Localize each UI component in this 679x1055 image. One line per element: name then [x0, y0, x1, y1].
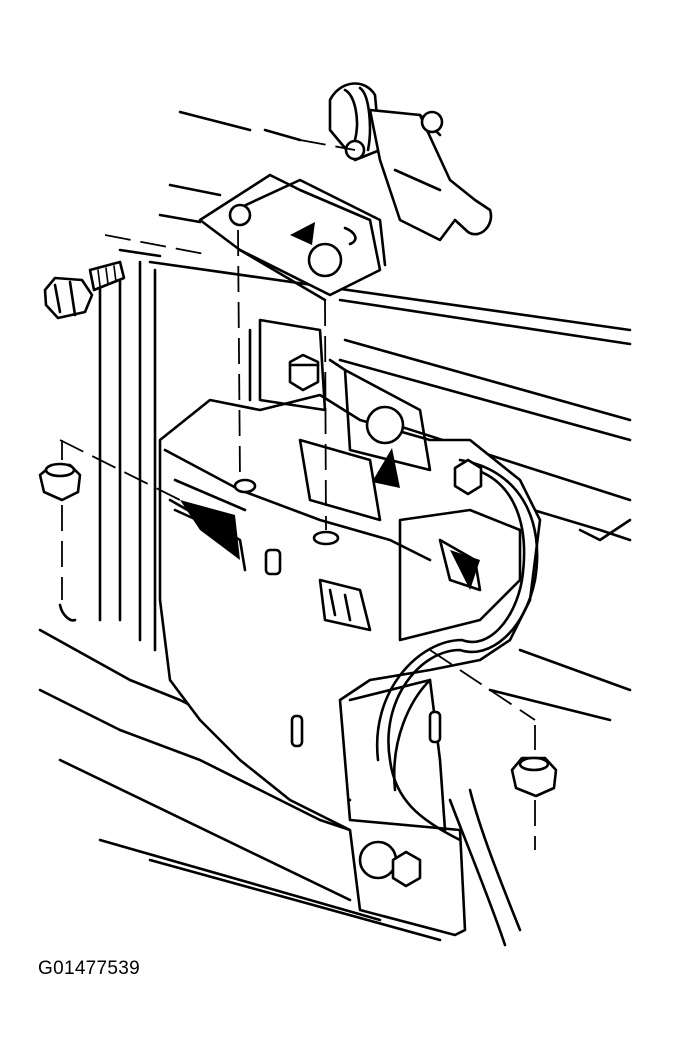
bolt-head-upper [288, 353, 320, 392]
bracket-mounting-bolts [288, 353, 483, 888]
bolt-head-right [453, 458, 483, 496]
hood-release-cable [375, 458, 539, 842]
bolt-head-lower [358, 840, 422, 888]
alignment-guides [59, 229, 536, 721]
latch-mounting-bracket [158, 318, 542, 937]
mounting-nut-left [38, 440, 82, 600]
hood-latch [198, 82, 493, 302]
mounting-nut-right [510, 725, 558, 850]
bracket-bolt [43, 234, 211, 320]
figure-caption: G01477539 [38, 958, 141, 979]
